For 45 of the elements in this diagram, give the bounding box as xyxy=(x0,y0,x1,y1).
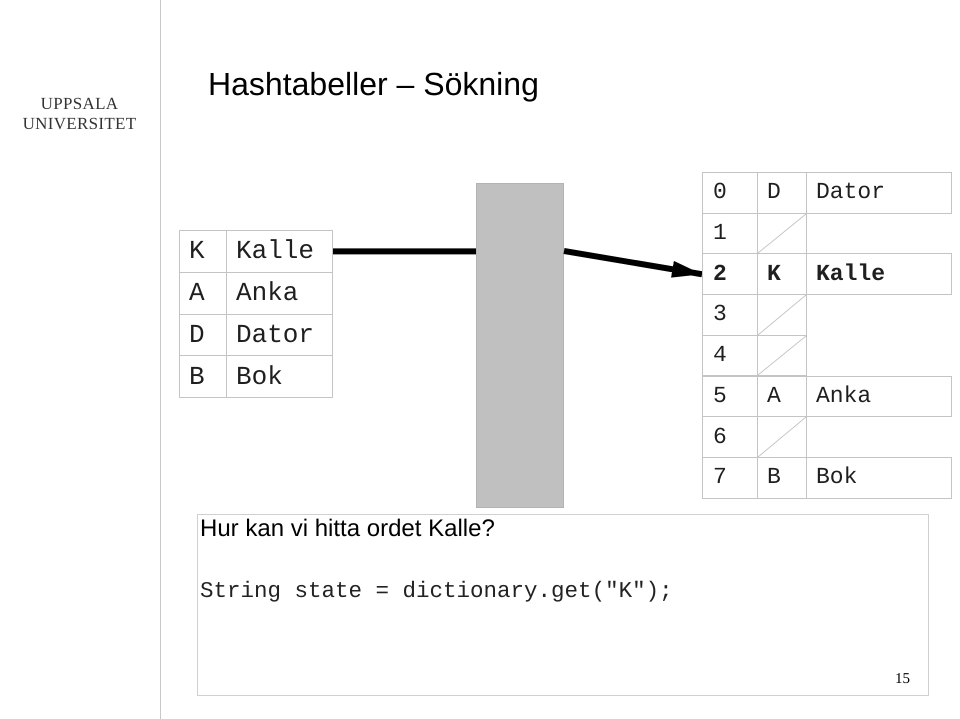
value-cell: Bok xyxy=(806,458,951,498)
value-cell: Anka xyxy=(806,376,951,416)
table-row xyxy=(702,172,952,214)
vertical-bar xyxy=(476,183,564,508)
index-cell-text: 3 xyxy=(712,300,728,330)
table-row xyxy=(179,355,333,398)
value-cell: Kalle xyxy=(226,231,332,272)
table-row xyxy=(702,456,952,499)
table-row xyxy=(702,294,807,336)
table-row xyxy=(702,253,952,296)
key-cell-text: K xyxy=(188,235,206,268)
index-cell-text: 7 xyxy=(712,463,728,492)
university-name: UPPSALA UNIVERSITET xyxy=(22,94,138,134)
connector-line xyxy=(333,248,476,254)
table-row xyxy=(702,416,807,458)
table-row xyxy=(179,314,333,356)
key-cell: B xyxy=(757,458,806,498)
index-cell-text: 2 xyxy=(712,260,728,289)
question-text: Hur kan vi hitta ordet Kalle? xyxy=(200,515,495,543)
slide-title: Hashtabeller – Sökning xyxy=(208,68,539,100)
value-cell: Dator xyxy=(806,173,951,213)
value-cell: Kalle xyxy=(806,254,951,294)
key-cell: D xyxy=(757,173,806,213)
page-number: 15 xyxy=(895,671,910,688)
index-cell-text: 6 xyxy=(712,422,728,452)
table-row xyxy=(179,230,333,273)
index-cell-text: 5 xyxy=(712,382,728,411)
key-cell: A xyxy=(757,376,806,416)
table-row xyxy=(702,334,807,376)
code-line: String state = dictionary.get("K"); xyxy=(200,578,673,604)
index-cell-text: 0 xyxy=(712,178,728,208)
value-cell: Bok xyxy=(226,356,332,397)
key-cell-text: B xyxy=(188,360,206,394)
text-panel xyxy=(197,514,929,696)
value-cell: Dator xyxy=(226,314,332,356)
index-cell-text: 4 xyxy=(712,341,728,370)
arrow xyxy=(564,248,702,278)
key-cell: K xyxy=(757,254,806,294)
table-row xyxy=(702,212,807,254)
value-cell: Anka xyxy=(226,272,332,314)
key-cell-text: A xyxy=(188,277,206,310)
table-row xyxy=(179,272,333,314)
index-cell-text: 1 xyxy=(712,219,728,248)
key-cell-text: D xyxy=(188,318,206,352)
table-row xyxy=(702,376,952,418)
